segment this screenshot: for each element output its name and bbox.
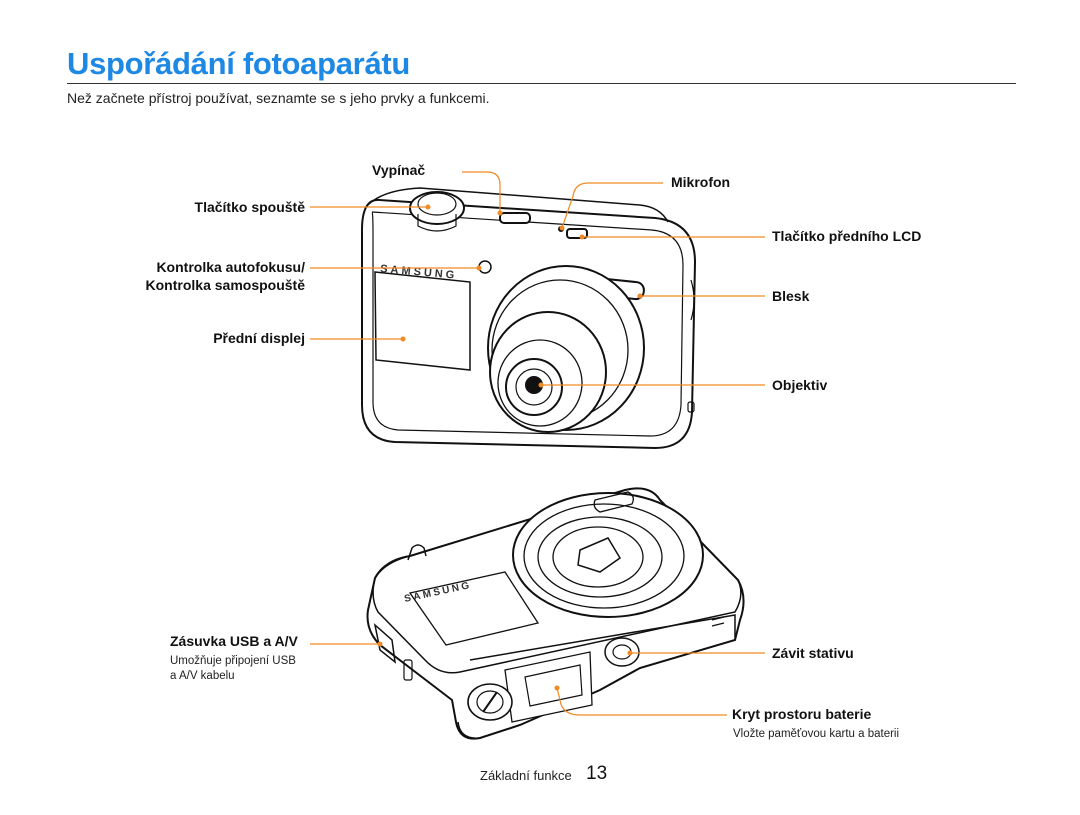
label-tripod-mount: Závit stativu (772, 645, 854, 661)
callout-lines (310, 171, 765, 716)
callout-battery (556, 687, 727, 716)
callout-microphone (561, 182, 663, 229)
label-front-display: Přední displej (213, 330, 305, 346)
label-battery-cover: Kryt prostoru baterie (732, 706, 872, 722)
label-shutter-button: Tlačítko spouště (194, 199, 305, 215)
desc-usb-av-line1: Umožňuje připojení USB (170, 655, 296, 667)
callout-power (462, 171, 501, 212)
desc-usb-av-line2: a A/V kabelu (170, 670, 235, 682)
footer-page-number: 13 (586, 763, 608, 784)
label-power-switch: Vypínač (372, 162, 426, 178)
title-divider (67, 83, 1016, 84)
label-af-lamp-line1: Kontrolka autofokusu/ (156, 259, 305, 275)
label-lens: Objektiv (772, 377, 828, 393)
page-subtitle: Než začnete přístroj používat, seznamte … (67, 90, 490, 106)
desc-battery-cover: Vložte paměťovou kartu a baterii (733, 728, 900, 740)
page-title: Uspořádání fotoaparátu (67, 46, 411, 81)
footer-section-name: Základní funkce (480, 768, 572, 783)
label-front-lcd-button: Tlačítko předního LCD (772, 228, 922, 244)
label-microphone: Mikrofon (671, 174, 731, 190)
callout-dots (377, 204, 643, 691)
label-flash: Blesk (772, 288, 810, 304)
label-af-lamp-line2: Kontrolka samospouště (145, 277, 305, 293)
camera-bottom-illustration (366, 487, 745, 740)
label-usb-av-port: Zásuvka USB a A/V (170, 633, 298, 649)
camera-front-illustration (361, 187, 697, 450)
